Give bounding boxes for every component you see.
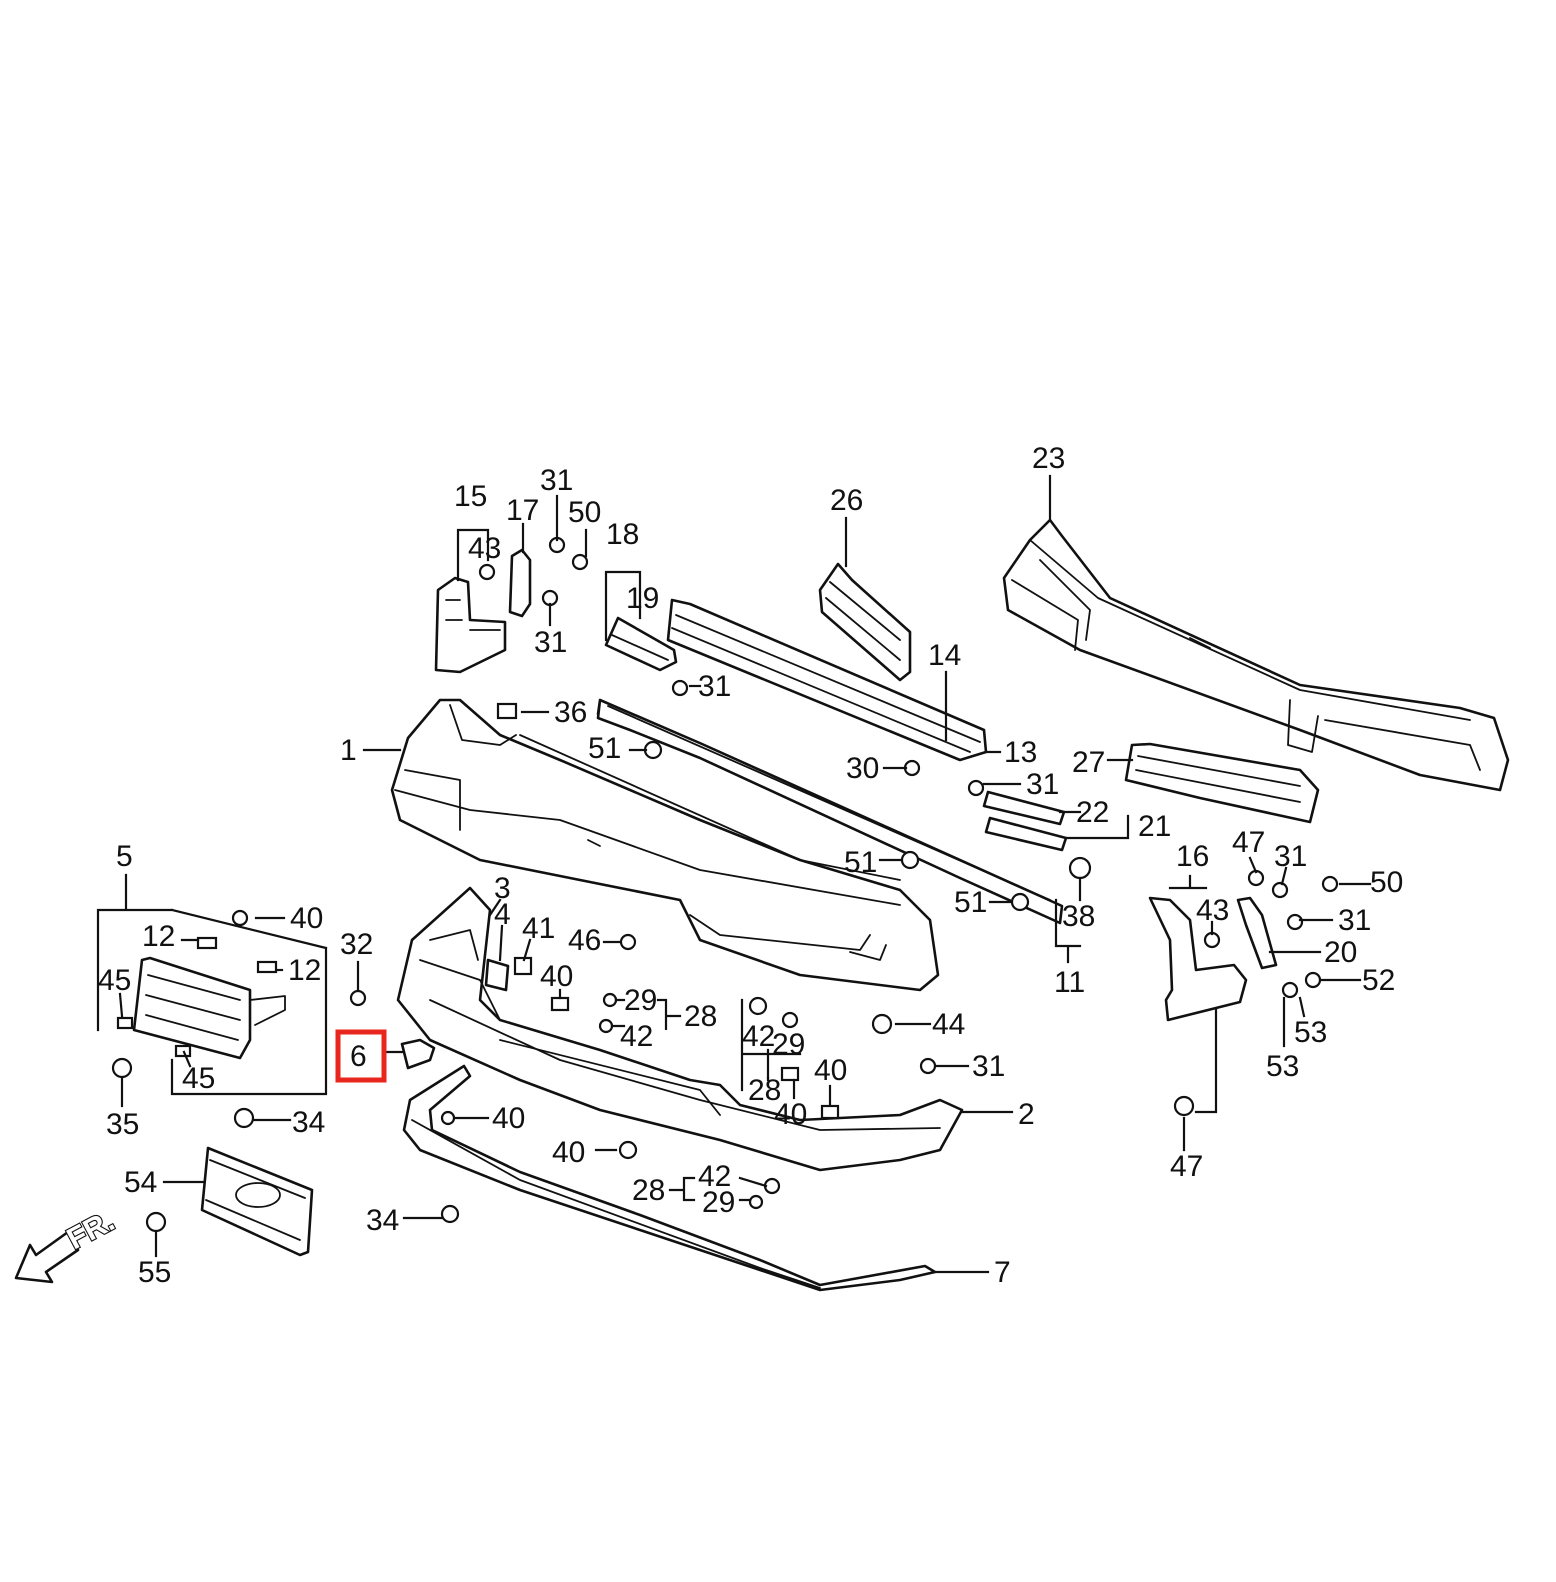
callout-31a: 31 (540, 464, 573, 497)
part-13-reinforcement (596, 698, 1064, 925)
callout-38: 38 (1062, 900, 1095, 933)
callout-42a: 42 (620, 1020, 653, 1053)
callout-50a: 50 (568, 496, 601, 529)
callout-54: 54 (124, 1166, 157, 1199)
callout-1: 1 (340, 734, 357, 767)
callout-labels: 23 26 15 17 31 50 18 43 19 31 31 14 36 1… (98, 442, 1403, 1289)
callout-28b: 28 (748, 1074, 781, 1107)
callout-12b: 12 (288, 954, 321, 987)
callout-6: 6 (350, 1040, 367, 1073)
callout-47a: 47 (1232, 826, 1265, 859)
part-16-bracket (1148, 896, 1248, 1022)
callout-5: 5 (116, 840, 133, 873)
callout-40b: 40 (540, 960, 573, 993)
callout-7: 7 (994, 1256, 1011, 1289)
leader-lines (96, 474, 1372, 1274)
callout-2: 2 (1018, 1098, 1035, 1131)
callout-47b: 47 (1170, 1150, 1203, 1183)
part-27-grille-right (1124, 742, 1320, 824)
callout-23: 23 (1032, 442, 1065, 475)
part-17-bracket (508, 548, 532, 618)
part-19-molding (604, 616, 678, 672)
callout-40d: 40 (492, 1102, 525, 1135)
callout-51b: 51 (844, 846, 877, 879)
callout-42b: 42 (742, 1020, 775, 1053)
part-1-bumper-cover-upper (390, 698, 940, 992)
callout-46: 46 (568, 924, 601, 957)
part-3-lower-bumper (396, 886, 964, 1172)
part-20-bracket (1236, 896, 1278, 970)
callout-29a: 29 (624, 984, 657, 1017)
callout-13: 13 (1004, 736, 1037, 769)
callout-51a: 51 (588, 732, 621, 765)
callout-4: 4 (494, 898, 511, 931)
part-6-cap (400, 1038, 436, 1070)
callout-26: 26 (830, 484, 863, 517)
callout-42c: 42 (698, 1160, 731, 1193)
part-15-bracket (434, 576, 507, 674)
callout-28c: 28 (632, 1174, 665, 1207)
callout-43b: 43 (1196, 894, 1229, 927)
callout-44: 44 (932, 1008, 965, 1041)
part-54-license-base (200, 1146, 314, 1257)
part-5-license-bracket (132, 956, 286, 1060)
highlight-box (335, 1029, 387, 1083)
callout-14: 14 (928, 639, 961, 672)
callout-45a: 45 (98, 964, 131, 997)
callout-35: 35 (106, 1108, 139, 1141)
callout-17: 17 (506, 494, 539, 527)
callout-30: 30 (846, 752, 879, 785)
fasteners (111, 536, 1339, 1233)
callout-3: 3 (494, 872, 511, 905)
callout-29c: 29 (702, 1186, 735, 1219)
callout-40a: 40 (290, 902, 323, 935)
callout-41: 41 (522, 912, 555, 945)
callout-12a: 12 (142, 920, 175, 953)
callout-28a: 28 (684, 1000, 717, 1033)
callout-27: 27 (1072, 746, 1105, 779)
part-22-strip (982, 790, 1066, 826)
callout-31f: 31 (1338, 904, 1371, 937)
callout-45b: 45 (182, 1062, 215, 1095)
callout-34a: 34 (292, 1106, 325, 1139)
callout-52: 52 (1362, 964, 1395, 997)
callout-31d: 31 (1026, 768, 1059, 801)
part-21-strip (984, 816, 1068, 852)
callout-21: 21 (1138, 810, 1171, 843)
callout-50b: 50 (1370, 866, 1403, 899)
callout-19: 19 (626, 582, 659, 615)
callout-18: 18 (606, 518, 639, 551)
callout-31c: 31 (698, 670, 731, 703)
callout-36: 36 (554, 696, 587, 729)
part-26-grille-left (818, 562, 912, 682)
callout-31e: 31 (1274, 840, 1307, 873)
callout-34b: 34 (366, 1204, 399, 1237)
callout-40c: 40 (814, 1054, 847, 1087)
callout-31g: 31 (972, 1050, 1005, 1083)
callout-20: 20 (1324, 936, 1357, 969)
callout-51c: 51 (954, 886, 987, 919)
callout-40e: 40 (774, 1098, 807, 1131)
callout-29b: 29 (772, 1028, 805, 1061)
part-23-absorber (1002, 518, 1510, 792)
callout-31b: 31 (534, 626, 567, 659)
callout-15: 15 (454, 480, 487, 513)
part-4-bracket (484, 958, 510, 992)
front-direction-arrow: FR. (14, 1203, 121, 1284)
callout-40f: 40 (552, 1136, 585, 1169)
callout-55: 55 (138, 1256, 171, 1289)
callout-11: 11 (1054, 966, 1085, 999)
callout-43a: 43 (468, 532, 501, 565)
callout-53b: 53 (1266, 1050, 1299, 1083)
callout-16: 16 (1176, 840, 1209, 873)
callout-22: 22 (1076, 796, 1109, 829)
callout-53a: 53 (1294, 1016, 1327, 1049)
callout-32: 32 (340, 928, 373, 961)
